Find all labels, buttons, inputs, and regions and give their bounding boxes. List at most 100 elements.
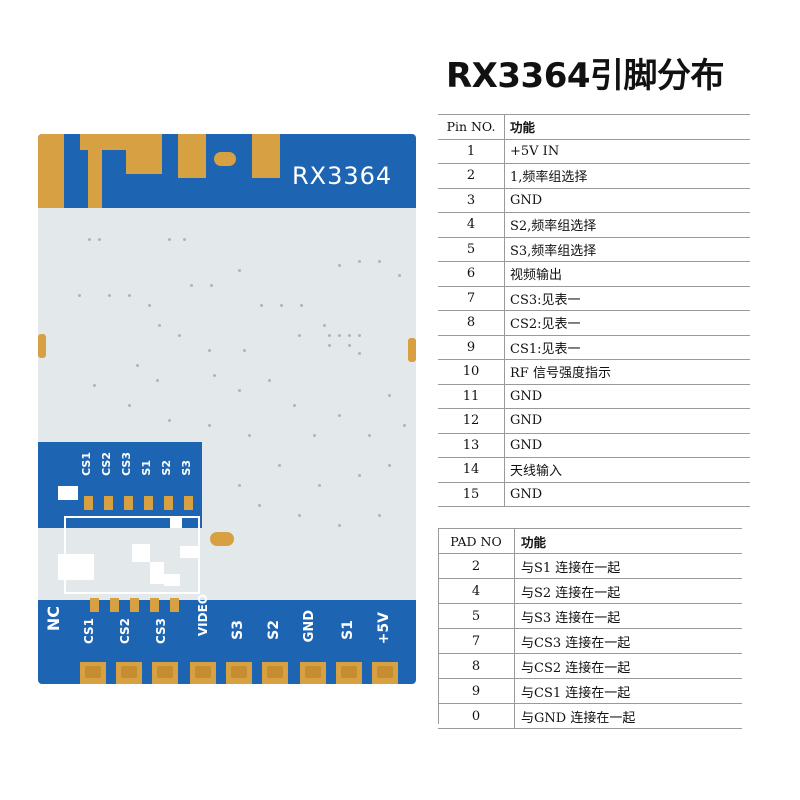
via-dot — [328, 344, 331, 347]
via-dot — [358, 334, 361, 337]
via-dot — [156, 379, 159, 382]
silkscreen-mark — [180, 546, 198, 558]
via-dot — [208, 424, 211, 427]
via-dot — [358, 352, 361, 355]
jumper-label-s2: S2 — [160, 460, 173, 476]
table-header-row: Pin NO. 功能 — [438, 114, 750, 140]
pin-number: 12 — [438, 408, 505, 434]
via-dot — [148, 304, 151, 307]
via-dot — [378, 260, 381, 263]
jumper-label-cs3: CS3 — [120, 452, 133, 476]
via-dot — [313, 434, 316, 437]
rx3364-module-image: RX3364 CS1 CS2 CS3 S1 S2 S3 — [38, 134, 416, 684]
header-pad-no: PAD NO — [438, 528, 515, 554]
pin-function: GND — [504, 187, 750, 213]
bottom-pad — [190, 662, 216, 684]
pad-number: 0 — [438, 703, 515, 729]
top-gold-pad — [178, 134, 206, 178]
via-dot — [300, 304, 303, 307]
jumper-area — [38, 442, 202, 528]
pad-function: 与S2 连接在一起 — [514, 578, 742, 604]
via-dot — [358, 260, 361, 263]
table-row: 1+5V IN — [438, 138, 750, 164]
jumper-pad — [164, 496, 173, 510]
pin-function: CS1:见表一 — [504, 334, 750, 360]
pin-function: 视频输出 — [504, 261, 750, 287]
bottom-pad — [300, 662, 326, 684]
pin-number: 10 — [438, 359, 505, 385]
jumper-pad — [184, 496, 193, 510]
via-dot — [293, 404, 296, 407]
pin-number: 3 — [438, 187, 505, 213]
via-dot — [136, 364, 139, 367]
pin-function: 天线输入 — [504, 457, 750, 483]
via-dot — [208, 349, 211, 352]
via-dot — [158, 324, 161, 327]
pad-number: 2 — [438, 553, 515, 579]
via-dot — [168, 419, 171, 422]
pin-number: 1 — [438, 138, 505, 164]
via-dot — [128, 294, 131, 297]
jumper-label-s1: S1 — [140, 460, 153, 476]
top-gold-pad — [38, 134, 64, 208]
pad-function: 与S3 连接在一起 — [514, 603, 742, 629]
via-dot — [348, 344, 351, 347]
jumper-pad — [170, 598, 179, 612]
silkscreen-mark — [58, 486, 78, 500]
pin-number: 8 — [438, 310, 505, 336]
pin-number: 13 — [438, 432, 505, 458]
top-gold-pad — [126, 134, 162, 174]
via-dot — [243, 349, 246, 352]
top-gold-pad — [252, 134, 280, 178]
module-silkscreen-label: RX3364 — [292, 162, 393, 190]
oval-gold-pad — [210, 532, 234, 546]
bottom-pad — [80, 662, 106, 684]
pad-function: 与CS2 连接在一起 — [514, 653, 742, 679]
header-function: 功能 — [504, 114, 750, 140]
via-dot — [183, 238, 186, 241]
header-function: 功能 — [514, 528, 742, 554]
via-dot — [168, 238, 171, 241]
table-header-row: PAD NO 功能 — [438, 528, 742, 554]
via-dot — [238, 484, 241, 487]
pad-number: 7 — [438, 628, 515, 654]
bottom-pad — [152, 662, 178, 684]
via-dot — [318, 484, 321, 487]
pad-function: 与CS1 连接在一起 — [514, 678, 742, 704]
pad-function: 与S1 连接在一起 — [514, 553, 742, 579]
silkscreen-mark — [132, 544, 150, 562]
pin-function: GND — [504, 408, 750, 434]
bottom-pad — [116, 662, 142, 684]
pin-label-s2: S2 — [266, 620, 282, 640]
pin-function: RF 信号强度指示 — [504, 359, 750, 385]
via-dot — [398, 274, 401, 277]
bottom-pad — [262, 662, 288, 684]
via-dot — [178, 334, 181, 337]
pin-label-video: VIDEO — [196, 594, 210, 637]
pin-function: S3,频率组选择 — [504, 236, 750, 262]
jumper-pad — [124, 496, 133, 510]
pad-table-left-border — [438, 528, 439, 724]
pad-number: 4 — [438, 578, 515, 604]
pin-number: 14 — [438, 457, 505, 483]
via-dot — [388, 394, 391, 397]
pin-number: 11 — [438, 383, 505, 409]
via-dot — [108, 294, 111, 297]
via-dot — [78, 294, 81, 297]
pad-function: 与GND 连接在一起 — [514, 703, 742, 729]
via-dot — [388, 464, 391, 467]
pin-number: 5 — [438, 236, 505, 262]
via-dot — [88, 238, 91, 241]
bottom-pad — [226, 662, 252, 684]
pin-function: S2,频率组选择 — [504, 212, 750, 238]
via-dot — [258, 504, 261, 507]
